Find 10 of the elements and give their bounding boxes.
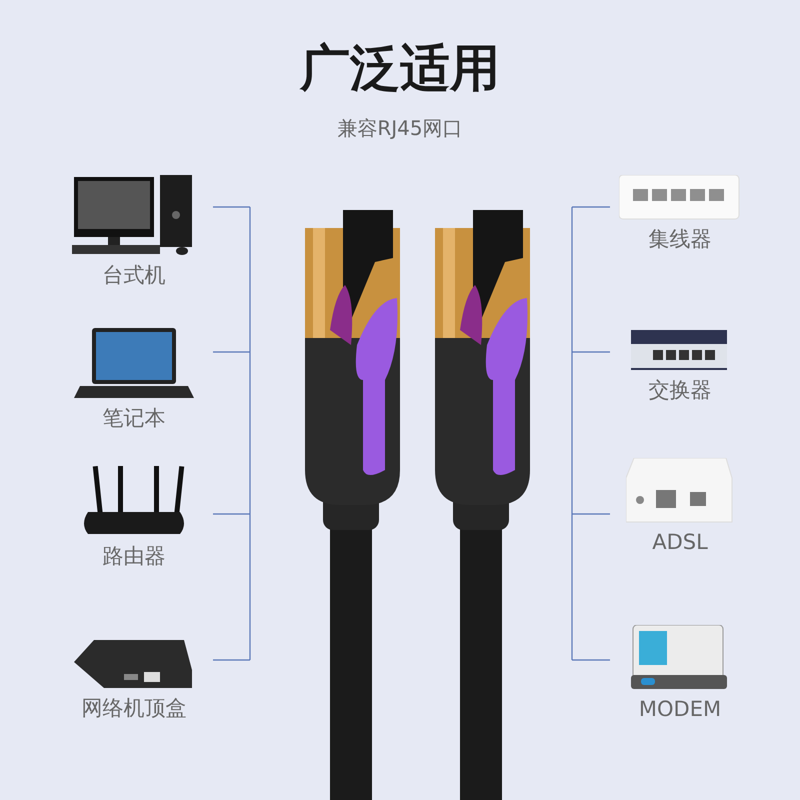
subtitle: 兼容RJ45网口 — [336, 116, 464, 140]
device-label: 网络机顶盒 — [82, 696, 186, 722]
device-label: 路由器 — [102, 544, 166, 570]
title: 广泛适用 — [298, 38, 501, 98]
device-label: 集线器 — [648, 227, 712, 252]
device-label: ADSL — [652, 530, 708, 556]
device-label: 交换器 — [648, 378, 712, 404]
device-label: MODEM — [638, 697, 722, 722]
device-label: 台式机 — [102, 263, 166, 288]
device-label: 笔记本 — [102, 406, 166, 432]
